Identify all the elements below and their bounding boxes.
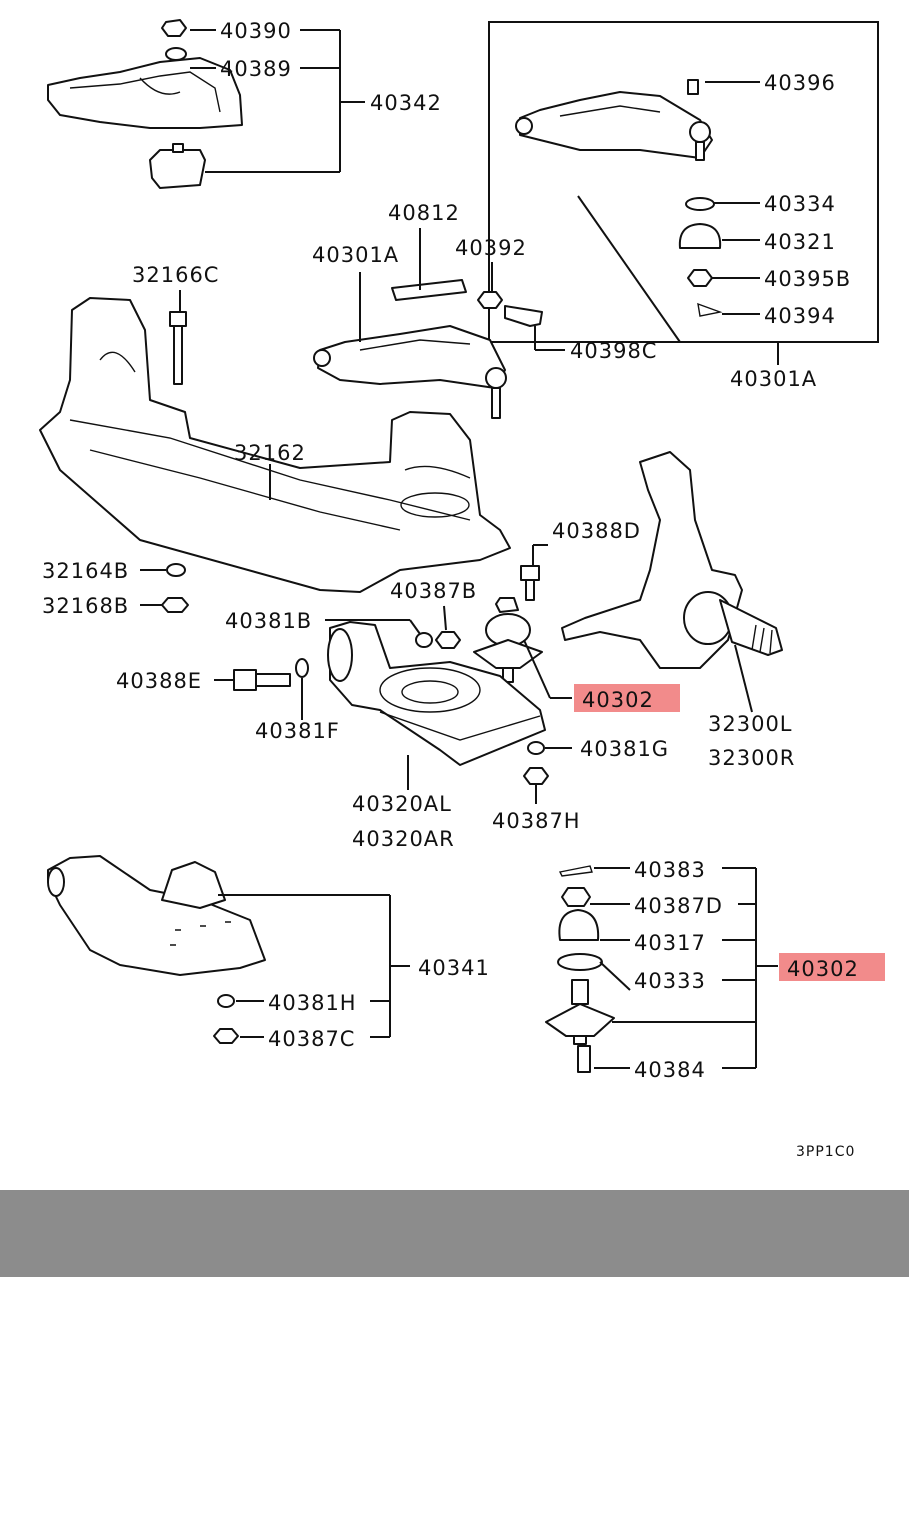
leader-40302-bottom	[590, 867, 778, 1069]
leader-40341	[218, 894, 410, 1038]
label-40387H: 40387H	[492, 809, 581, 833]
upper-arm-inset	[488, 21, 879, 343]
label-40301A: 40301A	[312, 243, 399, 267]
label-40387D: 40387D	[634, 894, 723, 918]
label-40320AL: 40320AL	[352, 792, 452, 816]
label-40317: 40317	[634, 931, 706, 955]
label-40394: 40394	[764, 304, 836, 328]
knuckle-drawing	[561, 451, 783, 669]
label-32168B: 32168B	[42, 594, 129, 618]
label-40392: 40392	[455, 236, 527, 260]
label-40341: 40341	[418, 956, 490, 980]
label-32166C: 32166C	[132, 263, 219, 287]
label-32162: 32162	[234, 441, 306, 465]
upper-arm-drawing	[313, 279, 543, 419]
label-40388E: 40388E	[116, 669, 202, 693]
leader-40342	[190, 29, 365, 173]
label-40320AR: 40320AR	[352, 827, 455, 851]
label-40321: 40321	[764, 230, 836, 254]
footer-brand-part: MITSUBISHI - MB241818	[155, 1301, 557, 1340]
label-40398C: 40398C	[570, 339, 657, 363]
footer-bar: MITSUBISHI - MB241818 N - 40302	[0, 1190, 909, 1427]
footer-part-code: N - 40302	[598, 1388, 761, 1427]
label-40812: 40812	[388, 201, 460, 225]
label-40334: 40334	[764, 192, 836, 216]
mount-bracket-drawing	[47, 19, 243, 189]
label-32164B: 32164B	[42, 559, 129, 583]
label-32300L: 32300L	[708, 712, 793, 736]
leader-32162	[140, 464, 271, 606]
highlight-40302-bottom	[779, 953, 885, 981]
label-40381F: 40381F	[255, 719, 340, 743]
leader-40301A-inset	[577, 81, 779, 365]
parts-diagram: 40390 40389 40342 40396 40334 40321 4039…	[39, 19, 885, 1160]
label-40396: 40396	[764, 71, 836, 95]
footer-text: MITSUBISHI - MB241818 N - 40302	[0, 1190, 909, 1427]
label-40384: 40384	[634, 1058, 706, 1082]
ball-joint-exploded-drawing	[545, 865, 615, 1073]
label-40381H: 40381H	[268, 991, 357, 1015]
label-40381B: 40381B	[225, 609, 312, 633]
crossmember-drawing	[39, 297, 511, 613]
label-40302-top[interactable]: 40302	[582, 688, 654, 712]
label-40301A-inset: 40301A	[730, 367, 817, 391]
label-40383: 40383	[634, 858, 706, 882]
label-40388D: 40388D	[552, 519, 641, 543]
lower-arm-drawing	[233, 565, 549, 785]
label-32300R: 32300R	[708, 746, 795, 770]
label-40342: 40342	[370, 91, 442, 115]
label-40381G: 40381G	[580, 737, 669, 761]
label-40389: 40389	[220, 57, 292, 81]
leader-32300	[734, 644, 753, 713]
label-40390: 40390	[220, 19, 292, 43]
label-40302-bottom[interactable]: 40302	[787, 957, 859, 981]
label-40395B: 40395B	[764, 267, 851, 291]
leader-lower-arm	[214, 544, 572, 804]
label-40387C: 40387C	[268, 1027, 355, 1051]
bumper-drawing	[47, 855, 266, 1044]
figure-code: 3PP1C0	[796, 1144, 855, 1160]
highlight-40302-top	[574, 684, 680, 712]
label-40333: 40333	[634, 969, 706, 993]
label-40387B: 40387B	[390, 579, 477, 603]
leader-40301A	[179, 228, 565, 351]
